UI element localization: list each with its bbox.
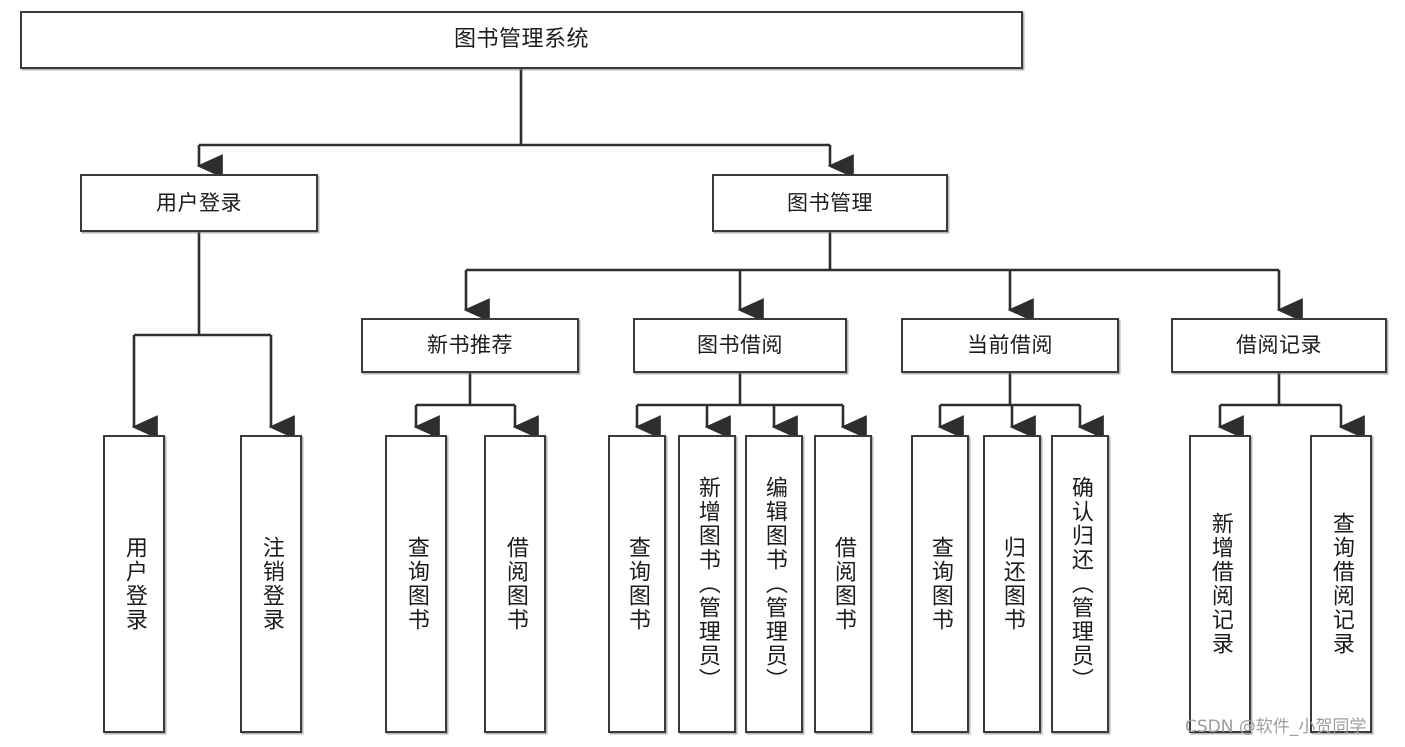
leaf-user-login[interactable]: 用户登录 bbox=[103, 435, 165, 733]
leaf-cur-confirm-return-label: 确认归还（管理员） bbox=[1067, 476, 1093, 692]
leaf-borrow-add-book[interactable]: 新增图书（管理员） bbox=[678, 435, 736, 733]
leaf-borrow-add-book-label: 新增图书（管理员） bbox=[694, 476, 720, 692]
node-new-book-rec[interactable]: 新书推荐 bbox=[361, 318, 579, 373]
leaf-borrow-query-book-label: 查询图书 bbox=[624, 536, 650, 632]
node-borrow-record[interactable]: 借阅记录 bbox=[1171, 318, 1387, 373]
leaf-user-logout[interactable]: 注销登录 bbox=[240, 435, 302, 733]
csdn-watermark: CSDN @软件_小贺同学 bbox=[1185, 717, 1367, 737]
leaf-borrow-edit-book[interactable]: 编辑图书（管理员） bbox=[745, 435, 803, 733]
leaf-borrow-edit-book-label: 编辑图书（管理员） bbox=[761, 476, 787, 692]
node-book-borrow-label: 图书借阅 bbox=[697, 333, 783, 358]
leaf-borrow-query-book[interactable]: 查询图书 bbox=[608, 435, 666, 733]
leaf-rec-add-record-label: 新增借阅记录 bbox=[1207, 512, 1233, 656]
leaf-cur-query-book[interactable]: 查询图书 bbox=[911, 435, 969, 733]
leaf-cur-query-book-label: 查询图书 bbox=[927, 536, 953, 632]
node-book-manage-label: 图书管理 bbox=[787, 190, 873, 215]
leaf-user-login-label: 用户登录 bbox=[121, 536, 147, 632]
node-new-book-rec-label: 新书推荐 bbox=[427, 333, 513, 358]
node-root-label: 图书管理系统 bbox=[453, 27, 589, 53]
leaf-borrow-lend-book[interactable]: 借阅图书 bbox=[814, 435, 872, 733]
leaf-cur-confirm-return[interactable]: 确认归还（管理员） bbox=[1051, 435, 1109, 733]
node-current-borrow[interactable]: 当前借阅 bbox=[901, 318, 1119, 373]
node-user-login-label: 用户登录 bbox=[156, 190, 242, 215]
leaf-rec-borrow-book[interactable]: 借阅图书 bbox=[484, 435, 546, 733]
leaf-cur-return-book[interactable]: 归还图书 bbox=[983, 435, 1041, 733]
leaf-rec-add-record[interactable]: 新增借阅记录 bbox=[1189, 435, 1251, 733]
node-current-borrow-label: 当前借阅 bbox=[967, 333, 1053, 358]
node-user-login[interactable]: 用户登录 bbox=[80, 174, 318, 232]
node-book-borrow[interactable]: 图书借阅 bbox=[633, 318, 847, 373]
leaf-user-logout-label: 注销登录 bbox=[258, 536, 284, 632]
leaf-borrow-lend-book-label: 借阅图书 bbox=[830, 536, 856, 632]
leaf-rec-query-book[interactable]: 查询图书 bbox=[385, 435, 447, 733]
leaf-rec-query-record-label: 查询借阅记录 bbox=[1328, 512, 1354, 656]
leaf-cur-return-book-label: 归还图书 bbox=[999, 536, 1025, 632]
node-root[interactable]: 图书管理系统 bbox=[20, 11, 1023, 69]
node-borrow-record-label: 借阅记录 bbox=[1236, 333, 1322, 358]
node-book-manage[interactable]: 图书管理 bbox=[712, 174, 948, 232]
leaf-rec-borrow-book-label: 借阅图书 bbox=[502, 536, 528, 632]
leaf-rec-query-record[interactable]: 查询借阅记录 bbox=[1310, 435, 1372, 733]
leaf-rec-query-book-label: 查询图书 bbox=[403, 536, 429, 632]
